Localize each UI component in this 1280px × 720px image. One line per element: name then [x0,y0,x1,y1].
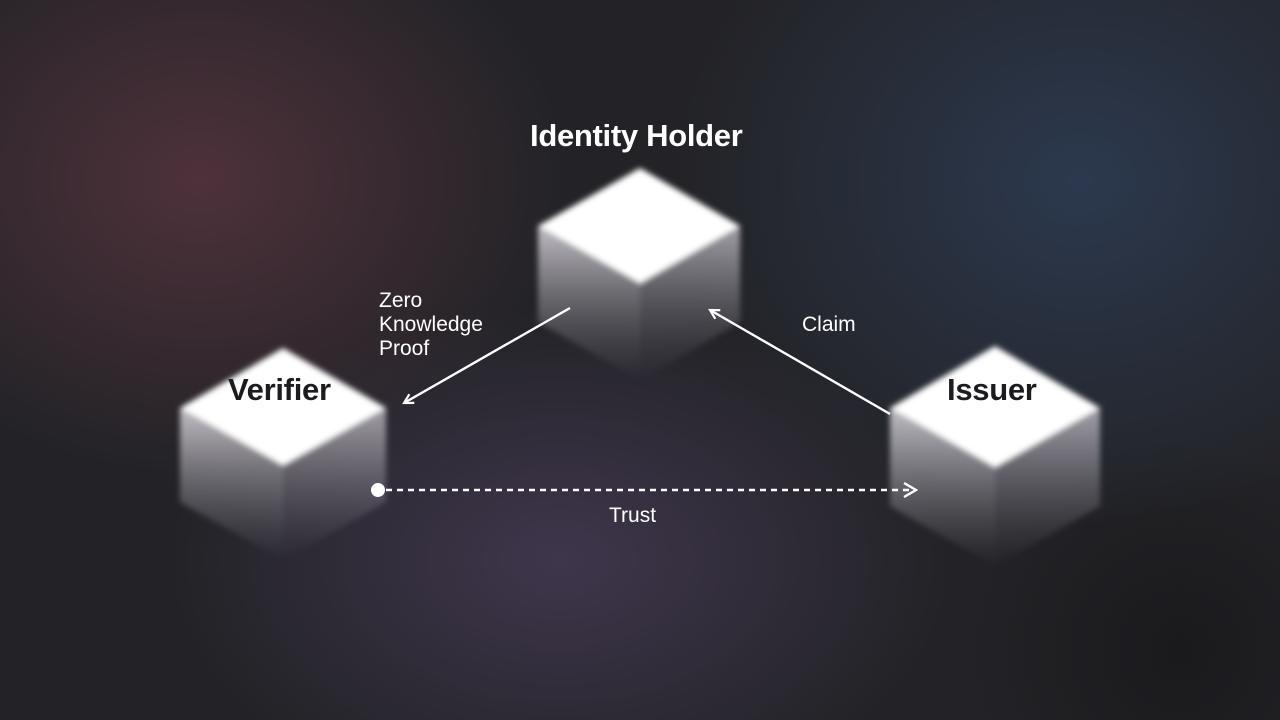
zkp-label-line-3: Proof [379,337,430,360]
zkp-label-line-1: Zero [379,289,423,312]
trust-label: Trust [609,504,657,527]
issuer-label: Issuer [947,372,1037,407]
claim-label: Claim [802,313,856,336]
zkp-label-line-2: Knowledge [379,313,483,336]
trust-arrow-origin-dot [371,483,385,497]
identity-holder-cube [538,168,740,380]
zkp-label: Zero Knowledge Proof [379,289,483,361]
claim-arrow [710,310,891,416]
identity-holder-label: Identity Holder [530,118,743,153]
zkp-arrow [404,306,571,403]
verifier-cube [180,348,386,560]
issuer-cube [890,346,1100,566]
verifier-label: Verifier [228,372,331,407]
